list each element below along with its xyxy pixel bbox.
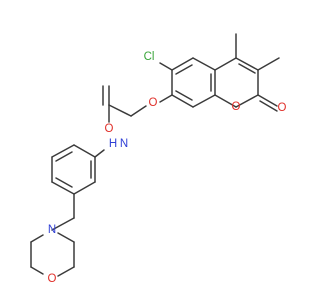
bond: [94, 149, 105, 158]
bond: [235, 57, 259, 71]
bond: [235, 94, 259, 108]
bond: [159, 62, 173, 71]
bond: [171, 57, 194, 71]
bond-double: [175, 90, 193, 101]
bond: [257, 57, 280, 71]
bond-double: [55, 151, 73, 162]
bond: [159, 94, 173, 103]
bond: [192, 57, 216, 71]
bonds: [30, 33, 280, 277]
ether-oxygen-label: O: [149, 97, 158, 109]
morpholine-nitrogen-label: N: [48, 224, 56, 236]
bond: [30, 266, 44, 275]
bond: [51, 217, 75, 231]
bond: [171, 94, 194, 108]
bond: [73, 181, 96, 195]
lactone-carbonyl-oxygen-label: O: [278, 102, 287, 114]
bond: [57, 266, 75, 277]
amide-oxygen-label: O: [105, 123, 114, 135]
bond: [214, 57, 237, 71]
bond: [192, 94, 216, 108]
molecule-structure: Cl O O O O H N N O: [30, 33, 287, 285]
bond: [51, 181, 75, 195]
amide-hydrogen-label: H: [109, 138, 117, 150]
ring-oxygen-label: O: [232, 101, 241, 113]
bond-double: [238, 63, 256, 74]
bond: [257, 94, 278, 107]
chlorine-label: Cl: [144, 51, 155, 63]
bond: [130, 105, 147, 117]
bond-double: [55, 177, 73, 188]
bond: [73, 144, 96, 158]
bond: [214, 94, 237, 108]
atom-labels: Cl O O O O H N N O: [48, 51, 287, 285]
bond: [108, 104, 132, 117]
morpholine-oxygen-label: O: [48, 273, 57, 285]
bond-double: [175, 64, 193, 75]
bond: [51, 144, 75, 158]
bond: [57, 232, 75, 243]
amide-nitrogen-label: N: [120, 138, 128, 150]
bond-double: [259, 100, 278, 112]
bond: [30, 234, 44, 243]
